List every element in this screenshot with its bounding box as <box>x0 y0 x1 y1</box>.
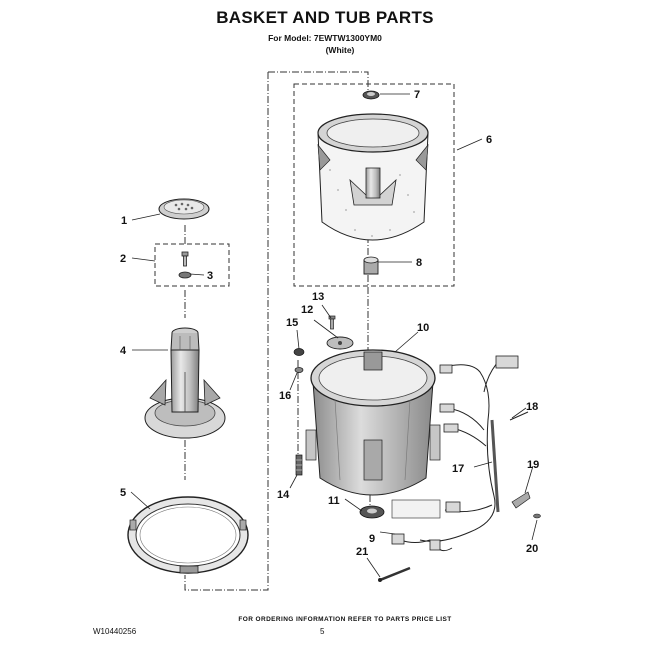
basket-nut <box>362 90 380 100</box>
callout-13: 13 <box>312 291 324 303</box>
outer-tub <box>305 349 441 519</box>
basket-group-box <box>293 83 455 287</box>
callout-1: 1 <box>121 215 127 227</box>
clip-screw <box>533 513 541 519</box>
tub-screw <box>328 315 336 330</box>
callout-2: 2 <box>120 253 126 265</box>
agitator-washer <box>178 271 192 279</box>
drive-hub <box>363 256 379 275</box>
wire-connectors <box>391 355 519 551</box>
callout-18: 18 <box>526 401 538 413</box>
snubber-pad <box>293 348 305 356</box>
callout-5: 5 <box>120 487 126 499</box>
callout-11: 11 <box>328 495 340 507</box>
callout-9: 9 <box>369 533 375 545</box>
page-title: BASKET AND TUB PARTS <box>216 8 434 27</box>
callout-20: 20 <box>526 543 538 555</box>
callout-14: 14 <box>277 489 290 501</box>
leader-lines <box>130 93 538 578</box>
callout-10: 10 <box>417 322 429 334</box>
callout-15: 15 <box>286 317 298 329</box>
callout-8: 8 <box>416 257 422 269</box>
wire-tie <box>509 411 529 421</box>
tub-clamp <box>326 336 354 350</box>
page-number: 5 <box>320 627 325 636</box>
callout-4: 4 <box>120 345 127 357</box>
drain-tube <box>378 566 411 582</box>
callout-7: 7 <box>414 89 420 101</box>
document-number: W10440256 <box>93 627 137 636</box>
callout-6: 6 <box>486 134 492 146</box>
callout-numbers: 1 2 3 4 5 6 7 8 9 10 11 12 13 14 15 16 1… <box>120 89 539 558</box>
callout-16: 16 <box>279 390 291 402</box>
ordering-note: FOR ORDERING INFORMATION REFER TO PARTS … <box>238 616 452 623</box>
suspension-rod <box>295 454 303 476</box>
agitator-cap <box>158 198 210 220</box>
wash-basket <box>317 113 429 241</box>
pressure-hose <box>490 419 500 513</box>
tub-cover-ring <box>127 496 249 574</box>
agitator <box>144 327 226 439</box>
color-line: (White) <box>325 45 355 55</box>
callout-12: 12 <box>301 304 313 316</box>
tub-seal <box>359 505 385 519</box>
model-line: For Model: 7EWTW1300YM0 <box>268 33 382 43</box>
hose-clip <box>511 491 531 509</box>
callout-3: 3 <box>207 270 213 282</box>
callout-21: 21 <box>356 546 368 558</box>
snubber-washer <box>294 367 304 373</box>
bolt-group-box <box>154 243 230 287</box>
callout-17: 17 <box>452 463 464 475</box>
callout-19: 19 <box>527 459 539 471</box>
agitator-bolt <box>181 251 189 267</box>
